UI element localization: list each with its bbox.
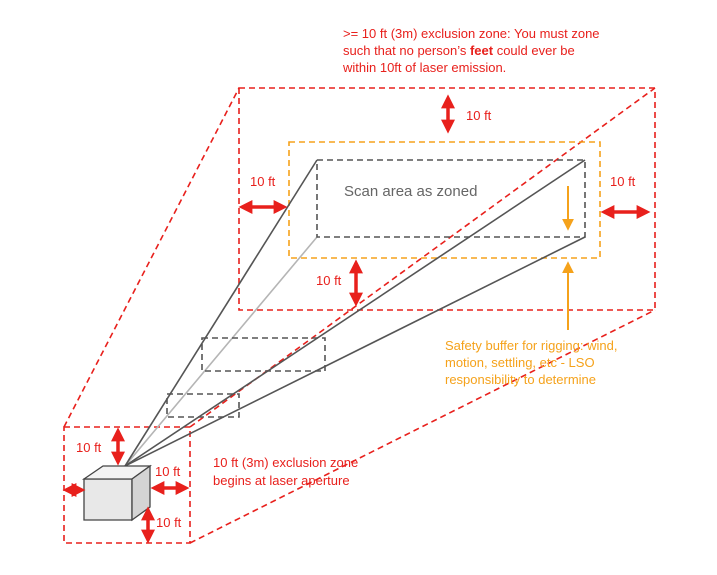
label-projector-top: 10 ft xyxy=(76,440,102,455)
scan-area-label: Scan area as zoned xyxy=(344,183,477,200)
beam-upper-left xyxy=(124,159,318,467)
safety-buffer-note-line1: Safety buffer for rigging: wind, xyxy=(445,338,617,353)
safety-buffer-note-line2: motion, settling, etc - LSO xyxy=(445,355,595,370)
beam-cross-section-near xyxy=(166,393,240,418)
scan-area xyxy=(316,159,586,238)
aperture-note-line1: 10 ft (3m) exclusion zone xyxy=(213,455,358,470)
exclusion-edge-upper-left xyxy=(63,87,240,428)
label-projector-bottom: 10 ft xyxy=(156,515,182,530)
exclusion-note-line2: such that no person’s feet could ever be xyxy=(343,43,575,58)
label-distance-bottom: 10 ft xyxy=(316,273,342,288)
safety-buffer-zone xyxy=(288,141,601,259)
exclusion-edge-lower-right xyxy=(189,309,656,544)
label-distance-left: 10 ft xyxy=(250,174,276,189)
laser-projector xyxy=(81,464,153,522)
beam-cross-section-mid xyxy=(201,337,326,372)
beam-upper-right xyxy=(124,159,586,467)
exclusion-note-line3: within 10ft of laser emission. xyxy=(342,60,506,75)
label-distance-right: 10 ft xyxy=(610,174,636,189)
aperture-note-line2: begins at laser aperture xyxy=(213,473,350,488)
label-distance-top: 10 ft xyxy=(466,108,492,123)
beam-lower-left xyxy=(124,236,318,467)
label-projector-right: 10 ft xyxy=(155,464,181,479)
beam-lower-right xyxy=(124,236,586,467)
far-exclusion-zone xyxy=(238,87,656,311)
safety-buffer-note-line3: responsibility to determine xyxy=(445,372,596,387)
exclusion-note-line1: >= 10 ft (3m) exclusion zone: You must z… xyxy=(343,26,600,41)
